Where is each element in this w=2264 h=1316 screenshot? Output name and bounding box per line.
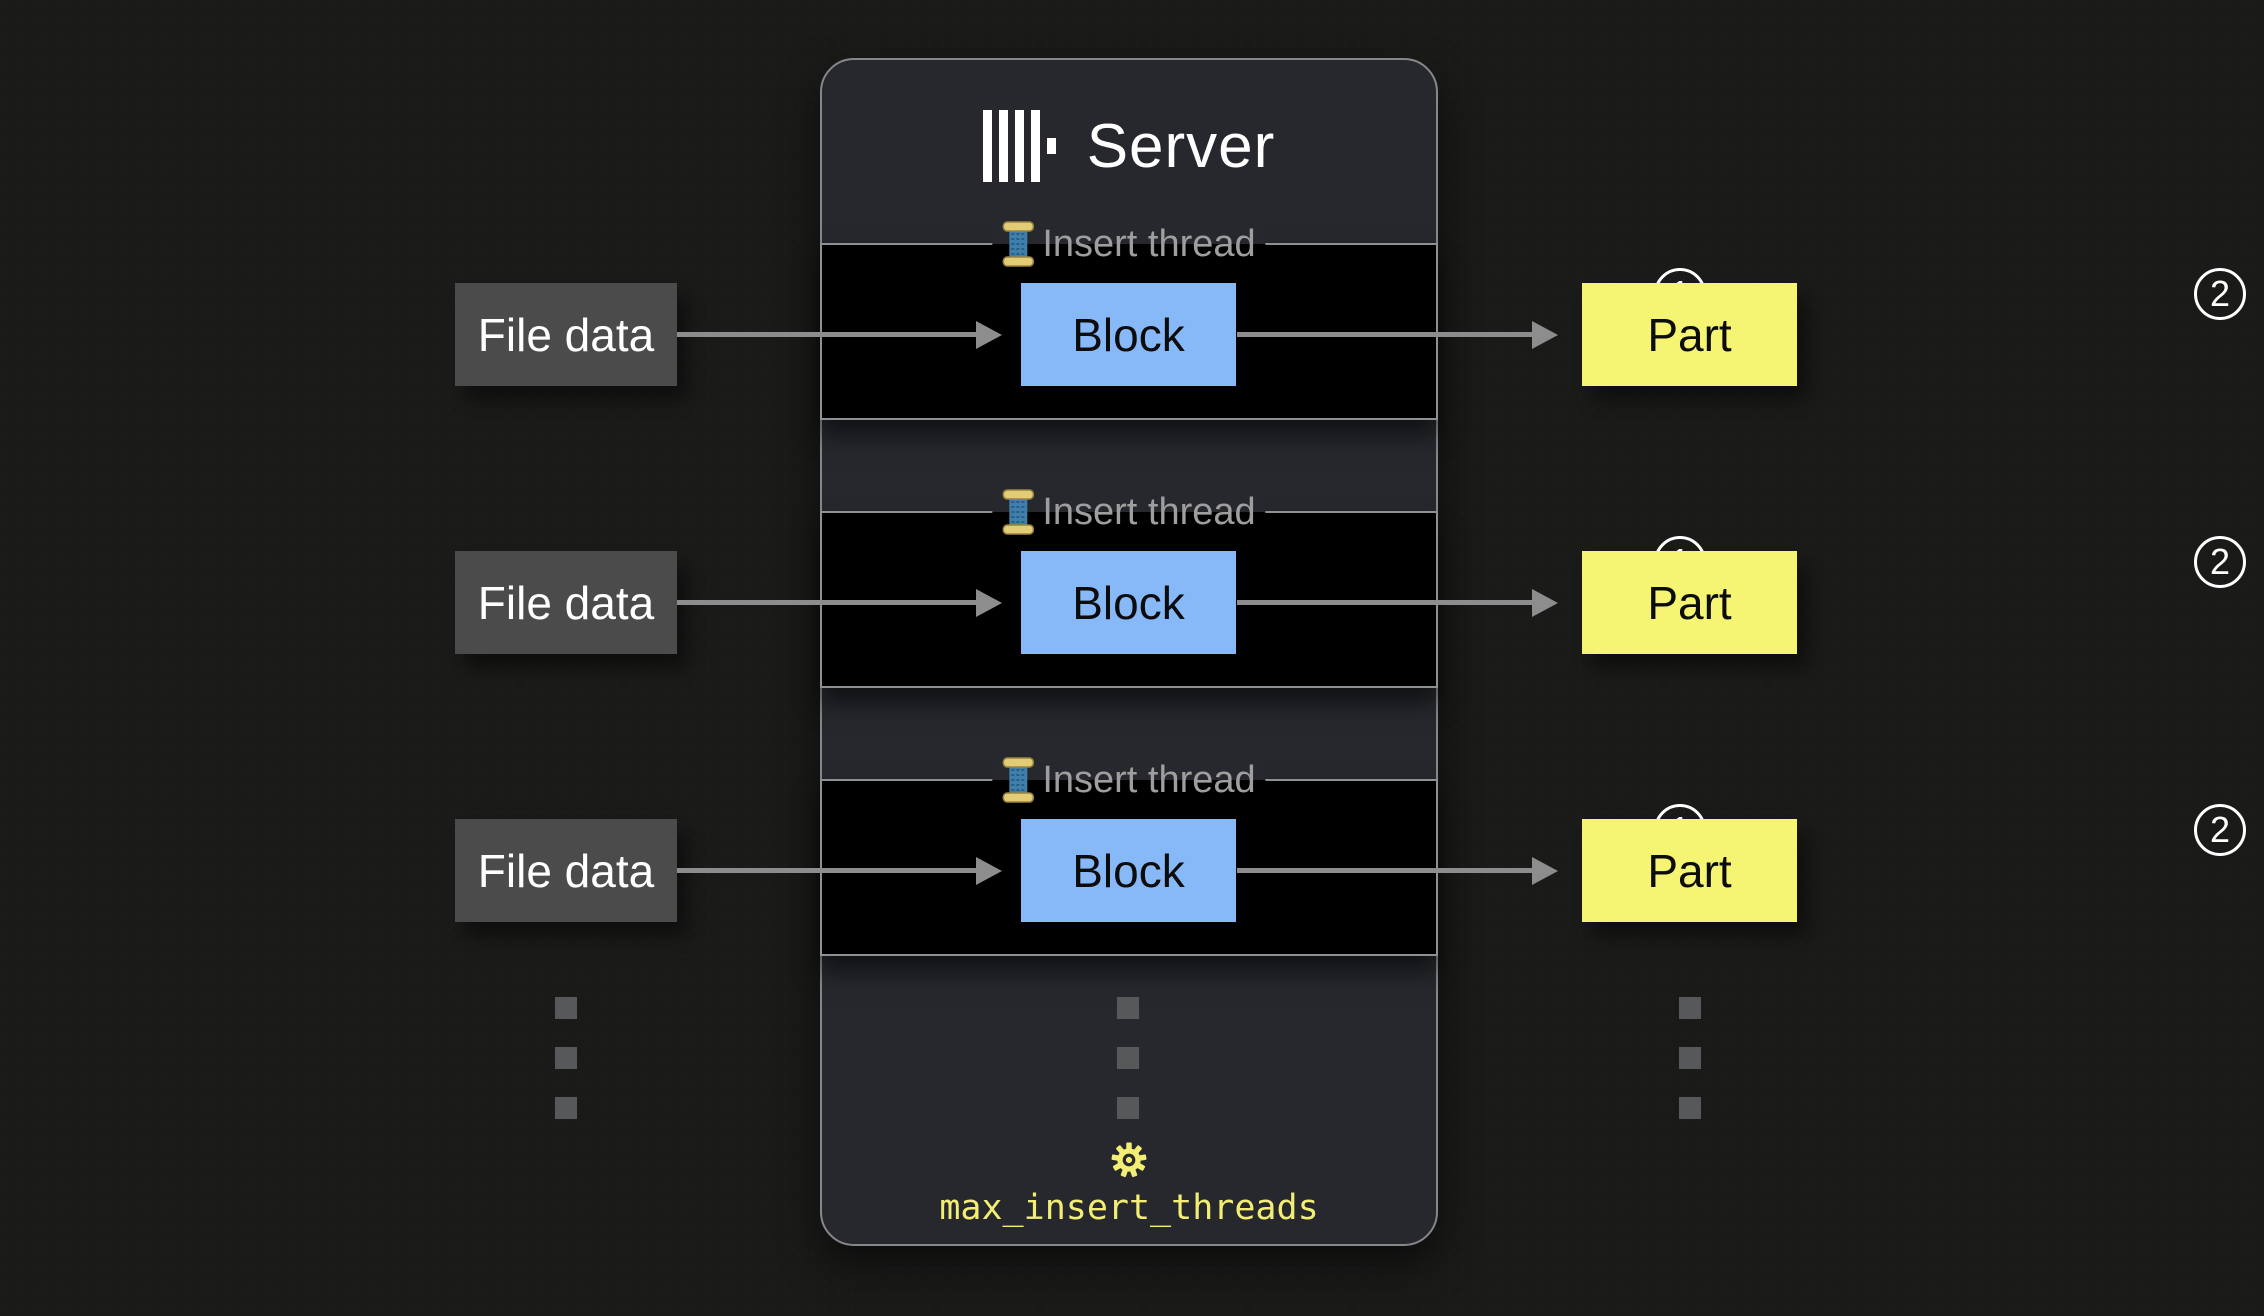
arrow-block-to-part bbox=[1237, 600, 1533, 605]
gear-icon bbox=[1111, 1142, 1147, 1178]
dot bbox=[1679, 1047, 1701, 1069]
file-data-node: File data bbox=[455, 551, 677, 654]
thread-spool-icon bbox=[1002, 757, 1035, 803]
dot bbox=[1117, 997, 1139, 1019]
ellipsis-dots-part-column bbox=[1679, 997, 1701, 1147]
block-node: Block bbox=[1021, 283, 1236, 386]
server-title-label: Server bbox=[1086, 111, 1276, 181]
dot bbox=[1679, 997, 1701, 1019]
arrow-file-to-block bbox=[677, 868, 977, 873]
setting-label: max_insert_threads bbox=[939, 1188, 1319, 1228]
clickhouse-logo-icon bbox=[982, 110, 1056, 182]
server-title: Server bbox=[820, 96, 1438, 196]
insert-thread-legend: Insert thread bbox=[992, 489, 1266, 535]
step-badge-2: 2 bbox=[2194, 804, 2246, 856]
arrow-block-to-part bbox=[1237, 332, 1533, 337]
dot bbox=[555, 997, 577, 1019]
ellipsis-dots-thread-column bbox=[1117, 997, 1139, 1147]
step-badge-2: 2 bbox=[2194, 536, 2246, 588]
part-node: Part bbox=[1582, 819, 1797, 922]
part-node: Part bbox=[1582, 283, 1797, 386]
part-node: Part bbox=[1582, 551, 1797, 654]
insert-thread-legend: Insert thread bbox=[992, 221, 1266, 267]
dot bbox=[1679, 1097, 1701, 1119]
file-data-node: File data bbox=[455, 819, 677, 922]
step-badge-2: 2 bbox=[2194, 268, 2246, 320]
dot bbox=[555, 1047, 577, 1069]
thread-spool-icon bbox=[1002, 489, 1035, 535]
arrow-file-to-block bbox=[677, 600, 977, 605]
ellipsis-dots-file-column bbox=[555, 997, 577, 1147]
insert-thread-label: Insert thread bbox=[1042, 490, 1256, 533]
thread-spool-icon bbox=[1002, 221, 1035, 267]
block-node: Block bbox=[1021, 551, 1236, 654]
insert-thread-legend: Insert thread bbox=[992, 757, 1266, 803]
insert-thread-label: Insert thread bbox=[1042, 758, 1256, 801]
arrow-block-to-part bbox=[1237, 868, 1533, 873]
insert-thread-section: Insert thread 1 2 bbox=[820, 221, 2246, 420]
arrow-file-to-block bbox=[677, 332, 977, 337]
insert-thread-label: Insert thread bbox=[1042, 222, 1256, 265]
dot bbox=[555, 1097, 577, 1119]
file-data-node: File data bbox=[455, 283, 677, 386]
dot bbox=[1117, 1097, 1139, 1119]
dot bbox=[1117, 1047, 1139, 1069]
block-node: Block bbox=[1021, 819, 1236, 922]
